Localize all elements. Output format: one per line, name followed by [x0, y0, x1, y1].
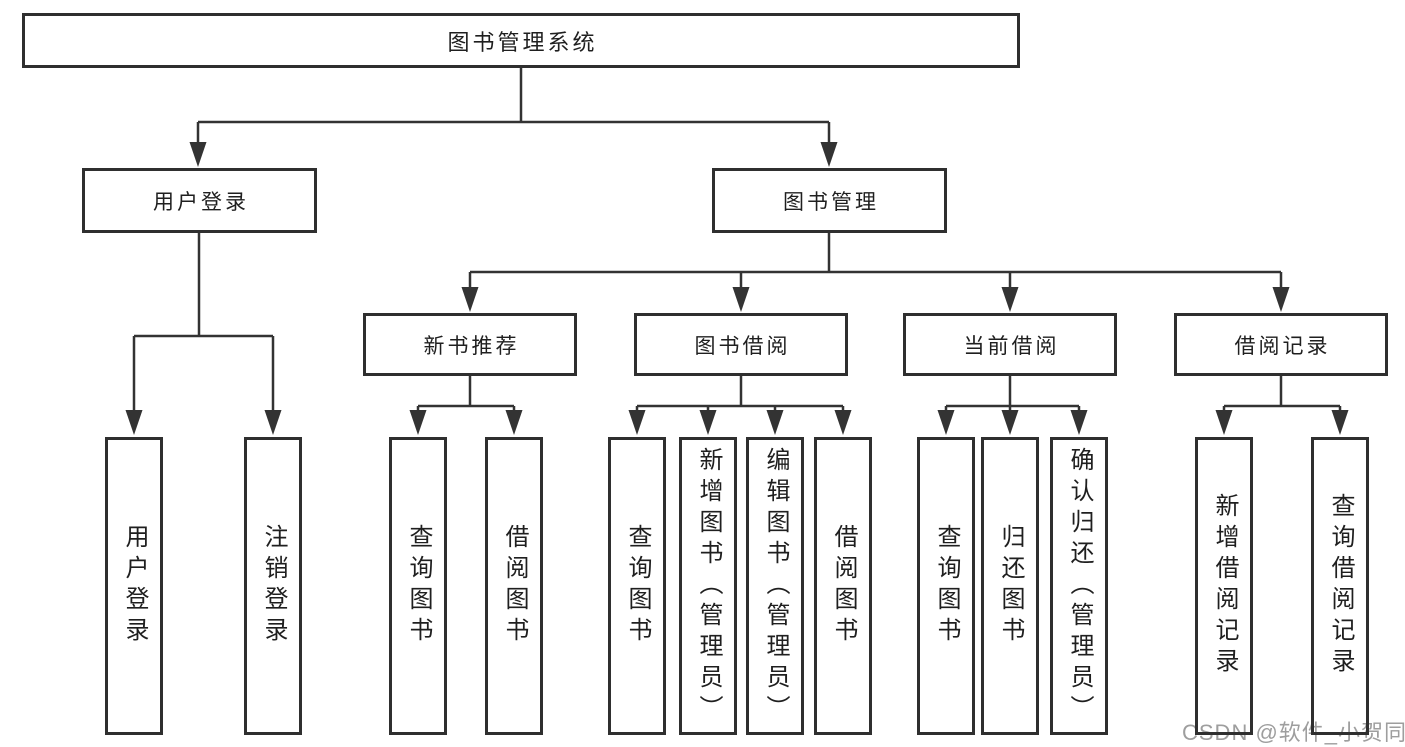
wire-root-split	[196, 68, 831, 144]
leaf-user-login: 用户登录	[105, 437, 163, 735]
leaf-query-borrow-record: 查询借阅记录	[1311, 437, 1369, 735]
leaf-add-borrow-record: 新增借阅记录	[1195, 437, 1253, 735]
arrowheads	[125, 142, 1349, 435]
wire-login-split	[132, 233, 275, 412]
node-user-login: 用户登录	[82, 168, 317, 233]
node-book-borrow: 图书借阅	[634, 313, 848, 376]
node-book-management: 图书管理	[712, 168, 947, 233]
leaf-logout: 注销登录	[244, 437, 302, 735]
leaf-return-book: 归还图书	[981, 437, 1039, 735]
leaf-borrow-book-2: 借阅图书	[814, 437, 872, 735]
wire-borrow-split	[635, 376, 845, 412]
leaf-query-book-3: 查询图书	[917, 437, 975, 735]
leaf-add-book-admin: 新增图书（管理员）	[679, 437, 737, 735]
node-new-book-recommend: 新书推荐	[363, 313, 577, 376]
leaf-query-book-2: 查询图书	[608, 437, 666, 735]
csdn-watermark: CSDN @软件_小贺同学	[1182, 720, 1405, 745]
leaf-query-book-1: 查询图书	[389, 437, 447, 735]
wire-current-split	[944, 376, 1081, 412]
node-borrow-record: 借阅记录	[1174, 313, 1388, 376]
node-current-borrow: 当前借阅	[903, 313, 1117, 376]
leaf-confirm-return-admin: 确认归还（管理员）	[1050, 437, 1108, 735]
wire-newbook-split	[416, 376, 516, 412]
leaf-edit-book-admin: 编辑图书（管理员）	[746, 437, 804, 735]
wire-record-split	[1222, 376, 1342, 412]
leaf-borrow-book-1: 借阅图书	[485, 437, 543, 735]
node-root: 图书管理系统	[22, 13, 1020, 68]
wire-mgmt-split	[468, 233, 1283, 290]
